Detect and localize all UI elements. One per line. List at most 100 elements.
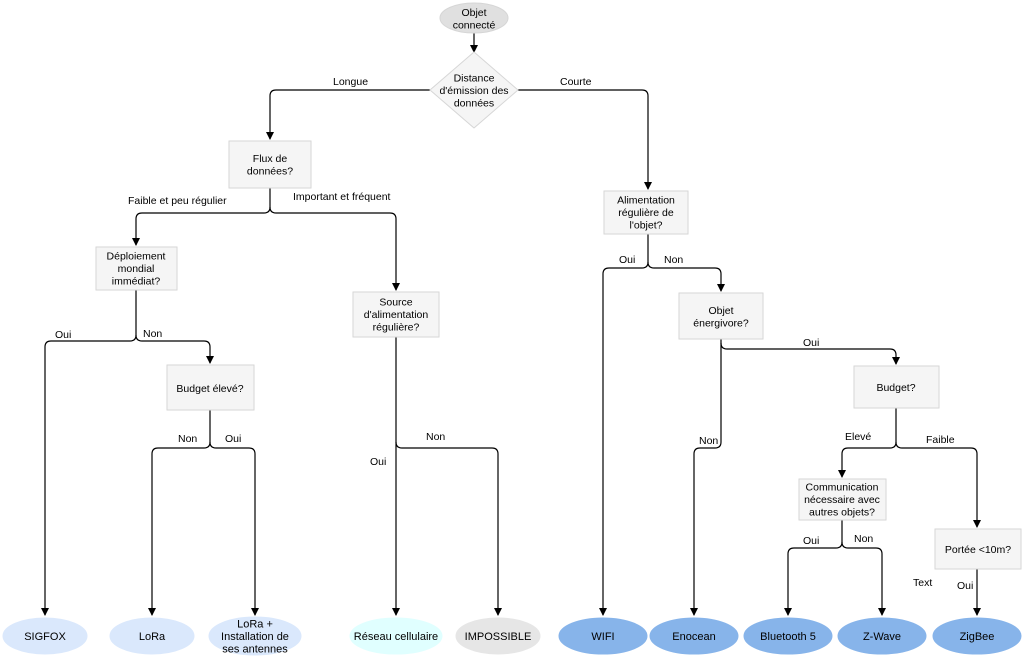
text-line: autres objets? — [809, 507, 875, 519]
leaf-wifi: WIFI — [558, 617, 648, 655]
node-flux-shape — [228, 140, 312, 189]
edge-label-oui-energivore: Oui — [803, 337, 819, 349]
text-line: Communication — [806, 482, 879, 494]
node-start-shape — [439, 2, 509, 34]
edge-alimentation-wifi — [599, 234, 649, 616]
node-distance-shape — [429, 51, 519, 129]
leaf-bluetooth-text: Bluetooth 5 — [760, 631, 816, 643]
text-line: données? — [247, 165, 293, 177]
edge-label-faible: Faible — [926, 434, 955, 446]
edge-label-oui-portee: Oui — [957, 580, 973, 592]
leaf-impossible: IMPOSSIBLE — [455, 617, 541, 655]
leaf-wifi-text: WIFI — [591, 631, 614, 643]
node-budget-eleve-shape — [166, 364, 255, 411]
leaf-sigfox-shape — [2, 617, 88, 655]
edge-flux-source — [269, 206, 400, 291]
edge-deploiement-sigfox — [41, 290, 137, 616]
edges — [41, 32, 981, 616]
leaf-enocean: Enocean — [649, 617, 739, 655]
edge-label-non-alimentation: Non — [664, 254, 683, 266]
leaf-sigfox: SIGFOX — [2, 617, 88, 655]
leaf-zigbee: ZigBee — [932, 617, 1022, 655]
edge-label-non-deploiement: Non — [143, 328, 162, 340]
text-line: ses antennes — [222, 644, 288, 656]
leaf-wifi-shape — [558, 617, 648, 655]
node-communication-shape — [798, 478, 887, 521]
edge-label-oui-budget-eleve: Oui — [225, 433, 241, 445]
text-line: IMPOSSIBLE — [465, 631, 532, 643]
text-line: SIGFOX — [24, 631, 66, 643]
edge-label-oui-alimentation: Oui — [619, 254, 635, 266]
leaf-impossible-text: IMPOSSIBLE — [465, 631, 532, 643]
node-portee-text: Portée <10m? — [945, 544, 1011, 556]
edge-distance-flux — [266, 89, 430, 140]
node-alimentation-shape — [603, 190, 689, 235]
text-note: Text — [913, 577, 932, 589]
node-budget-shape — [853, 365, 940, 409]
text-line: ZigBee — [960, 631, 995, 643]
edge-label-non-communication: Non — [854, 533, 873, 545]
edge-label-non-energivore: Non — [699, 435, 718, 447]
node-budget-eleve: Budget élevé? — [166, 364, 255, 411]
edge-energivore-enocean — [690, 339, 722, 616]
edge-budget-eleve-lora-antennes — [209, 441, 259, 616]
text-line: Réseau cellulaire — [354, 631, 438, 643]
text-line: Objet — [708, 305, 733, 317]
text-line: d'émission des — [439, 85, 508, 97]
node-deploiement-shape — [95, 246, 178, 291]
leaf-lora: LoRa — [109, 617, 195, 655]
edge-budget-eleve-lora — [148, 410, 211, 616]
text-line: Bluetooth 5 — [760, 631, 816, 643]
text-line: Enocean — [672, 631, 715, 643]
node-budget: Budget? — [853, 365, 940, 409]
edge-label-oui-source: Oui — [370, 456, 386, 468]
text-line: nécessaire avec — [804, 494, 880, 506]
text-line: LoRa + — [237, 619, 273, 631]
text-line: données — [454, 98, 494, 110]
text-line: Budget? — [876, 382, 915, 394]
leaf-impossible-shape — [455, 617, 541, 655]
node-budget-eleve-text: Budget élevé? — [176, 383, 243, 395]
text-line: Flux de — [253, 153, 288, 165]
text-line: Source — [379, 297, 412, 309]
leaf-zigbee-text: ZigBee — [960, 631, 995, 643]
text-line: LoRa — [139, 631, 166, 643]
node-energivore-shape — [678, 292, 764, 340]
text-line: régulière de — [618, 207, 674, 219]
leaf-zwave-shape — [837, 617, 927, 655]
text-line: Z-Wave — [863, 631, 901, 643]
text-line: d'alimentation — [364, 309, 429, 321]
leaf-zigbee-shape — [932, 617, 1022, 655]
edge-label-oui-deploiement: Oui — [55, 329, 71, 341]
edge-distance-alimentation — [518, 89, 652, 190]
edge-label-faible-peu: Faible et peu régulier — [128, 195, 227, 207]
leaf-cellulaire-shape — [349, 617, 443, 655]
leaf-cellulaire-text: Réseau cellulaire — [354, 631, 438, 643]
text-line: Distance — [454, 73, 495, 85]
edge-labels: Longue Courte Faible et peu régulier Imp… — [55, 76, 973, 592]
edge-label-non-budget-eleve: Non — [178, 433, 197, 445]
node-portee: Portée <10m? — [934, 528, 1022, 570]
text-line: Alimentation — [617, 195, 675, 207]
text-line: immédiat? — [112, 276, 161, 288]
edge-label-longue: Longue — [333, 76, 368, 88]
leaf-lora-text: LoRa — [139, 631, 166, 643]
